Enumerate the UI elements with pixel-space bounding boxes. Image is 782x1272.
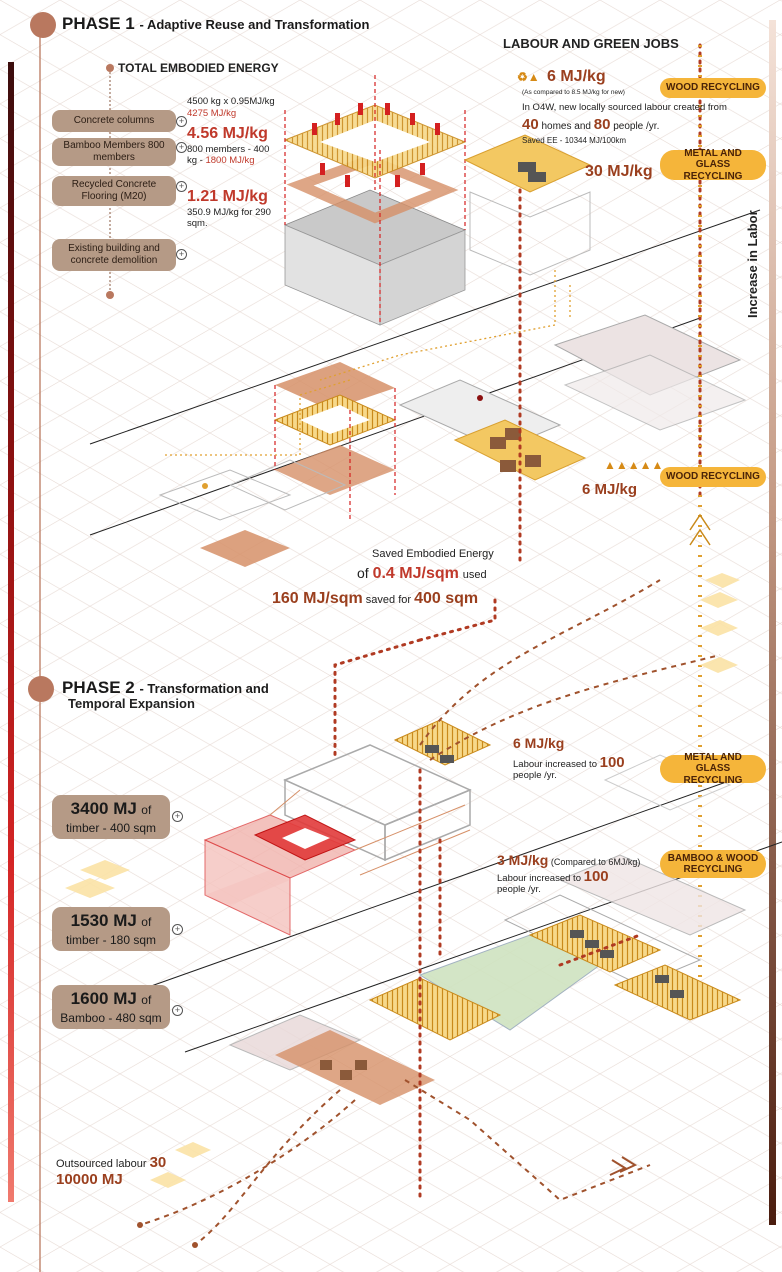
timber2-label: 1530 MJ of timber - 180 sqm xyxy=(52,907,170,951)
homes-line: 40 homes and 80 people /yr. xyxy=(522,116,659,133)
metal-glass-recycling-pill: METAL AND GLASS RECYCLING xyxy=(660,148,766,182)
timber2-num: 1530 MJ xyxy=(70,911,137,930)
people-text: people /yr. xyxy=(613,121,660,132)
concrete-calc: 4500 kg x 0.95MJ/kg xyxy=(187,96,275,107)
saved-used: used xyxy=(462,569,487,581)
phase2-bamboo-people: people /yr. xyxy=(497,884,541,895)
phase2-metal-value: 6 MJ/kg xyxy=(513,735,565,751)
people-icon: ▲▲▲▲▲ xyxy=(604,458,664,472)
plus-icon: + xyxy=(172,924,183,935)
phase2-metal-labour: Labour increased to 100 xyxy=(513,754,625,771)
bamboo-num: 1600 MJ xyxy=(70,989,137,1008)
homes-text: homes xyxy=(541,121,572,132)
wood2-value: 6 MJ/kg xyxy=(582,481,638,498)
outsourced-mj: 10000 MJ xyxy=(56,1171,123,1188)
phase2-heading: PHASE 2 - Transformation and xyxy=(62,678,269,698)
energy-gradient-bar xyxy=(8,62,14,1202)
recycled-flooring-label: Recycled Concrete Flooring (M20) xyxy=(52,176,176,206)
metal-value: 30 MJ/kg xyxy=(585,163,653,180)
metal-labour-num: 100 xyxy=(599,754,625,771)
demolition-label: Existing building and concrete demolitio… xyxy=(52,239,176,271)
plus-icon: + xyxy=(176,116,187,127)
recycle-people-icon: ♻︎▲ xyxy=(517,70,540,84)
phase1-subtitle: - Adaptive Reuse and Transformation xyxy=(139,17,370,32)
people-num: 80 xyxy=(593,116,611,133)
phase1-marker xyxy=(30,12,56,38)
concrete-columns-label: Concrete columns xyxy=(52,110,176,132)
plus-icon: + xyxy=(176,249,187,260)
timber1-num: 3400 MJ xyxy=(70,799,137,818)
flooring-value: 1.21 MJ/kg xyxy=(187,188,268,205)
plus-icon: + xyxy=(176,181,187,192)
bamboo-wood-recycling-pill: BAMBOO & WOOD RECYCLING xyxy=(660,850,766,878)
o4w-text: In O4W, new locally sourced labour creat… xyxy=(522,102,727,113)
bamboo-labour-text: Labour increased to xyxy=(497,873,581,884)
outsourced-line: Outsourced labour 30 xyxy=(56,1154,166,1171)
timber1-unit: of timber - 400 sqm xyxy=(65,803,157,836)
phase2-metal-glass-pill: METAL AND GLASS RECYCLING xyxy=(660,752,766,786)
saved-value3: 400 sqm xyxy=(414,590,479,607)
labour-title: LABOUR AND GREEN JOBS xyxy=(503,36,679,51)
plus-icon: + xyxy=(176,142,187,153)
bamboo-calc-result: 1800 MJ/kg xyxy=(205,154,255,166)
metal-labour-text: Labour increased to xyxy=(513,759,597,770)
phase2-subtitle1: - Transformation and xyxy=(139,681,269,696)
timber2-unit: of timber - 180 sqm xyxy=(65,915,157,948)
wood-recycling-pill: WOOD RECYCLING xyxy=(660,78,766,98)
bamboo-unit: of Bamboo - 480 sqm xyxy=(60,993,162,1026)
plus-icon: + xyxy=(172,1005,183,1016)
concrete-result: 4275 MJ/kg xyxy=(187,108,237,119)
phase2-bamboo-value-line: 3 MJ/kg (Compared to 6MJ/kg) xyxy=(497,852,640,868)
and-text: and xyxy=(574,121,591,132)
saved-value1: 0.4 MJ/sqm xyxy=(372,565,459,582)
saved-ee-line2: of 0.4 MJ/sqm used xyxy=(357,565,487,583)
phase1-title: PHASE 1 xyxy=(62,14,135,33)
bamboo-labour-num: 100 xyxy=(583,868,609,885)
saved-ee: Saved EE - 10344 MJ/100km xyxy=(522,136,627,145)
phase2-subtitle2: Temporal Expansion xyxy=(68,696,195,711)
phase2-marker xyxy=(28,676,54,702)
phase2-bamboo-value: 3 MJ/kg xyxy=(497,852,549,868)
phase2-metal-people: people /yr. xyxy=(513,770,557,781)
phase2-bamboo-note: (Compared to 6MJ/kg) xyxy=(550,857,641,867)
total-embodied-energy-label: TOTAL EMBODIED ENERGY xyxy=(118,61,279,75)
saved-ee-heading: Saved Embodied Energy xyxy=(372,548,494,560)
bamboo-value: 4.56 MJ/kg xyxy=(187,125,268,142)
labour-wood-value: 6 MJ/kg xyxy=(547,68,606,85)
bamboo-members-label: Bamboo Members 800 members xyxy=(52,138,176,166)
bamboo-calc: 800 members - 400 kg - 1800 MJ/kg xyxy=(187,144,282,167)
flooring-calc: 350.9 MJ/kg for 290 sqm. xyxy=(187,207,271,230)
saved-for: saved for xyxy=(365,594,412,606)
homes-num: 40 xyxy=(522,116,539,133)
phase2-title: PHASE 2 xyxy=(62,678,135,697)
labour-wood-note: (As compared to 8.5 MJ/kg for new) xyxy=(522,89,625,96)
increase-in-labor-label: Increase in Labor xyxy=(745,210,760,318)
wood-recycling-pill-2: WOOD RECYCLING xyxy=(660,467,766,487)
timber1-label: 3400 MJ of timber - 400 sqm xyxy=(52,795,170,839)
outsourced-num: 30 xyxy=(149,1154,167,1171)
plus-icon: + xyxy=(172,811,183,822)
labor-gradient-bar xyxy=(769,20,776,1225)
bamboo-label: 1600 MJ of Bamboo - 480 sqm xyxy=(52,985,170,1029)
saved-ee-line3: 160 MJ/sqm saved for 400 sqm xyxy=(272,590,478,608)
phase2-bamboo-labour: Labour increased to 100 xyxy=(497,868,609,885)
saved-of: of xyxy=(357,565,369,581)
saved-value2: 160 MJ/sqm xyxy=(272,590,363,607)
outsourced-text: Outsourced labour xyxy=(56,1158,147,1170)
bamboo-calc-text: 800 members - 400 kg - xyxy=(187,144,270,166)
phase1-heading: PHASE 1 - Adaptive Reuse and Transformat… xyxy=(62,14,369,34)
